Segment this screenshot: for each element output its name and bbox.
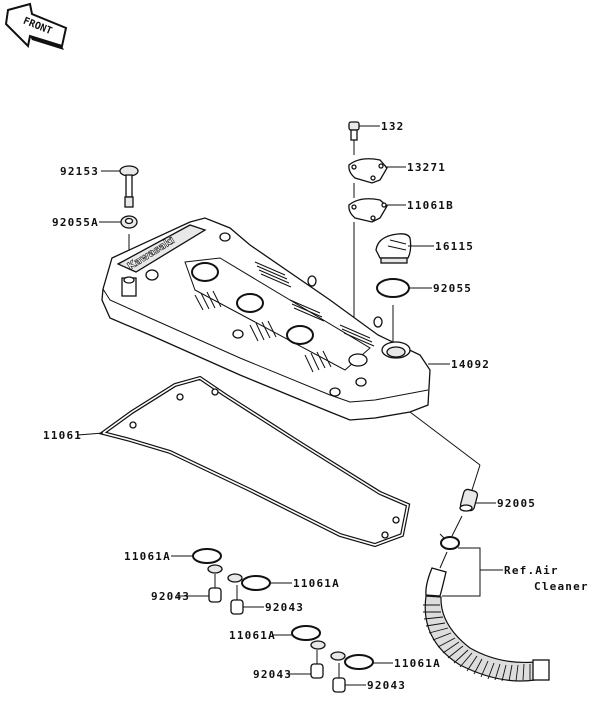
bolt-132 (348, 121, 360, 155)
hose-clamp (439, 533, 460, 550)
callout-11061A-1: 11061A (124, 550, 171, 563)
callout-16115: 16115 (435, 240, 474, 253)
callout-11061B: 11061B (407, 199, 454, 212)
callout-92153: 92153 (60, 165, 99, 178)
callout-cleaner: Cleaner (534, 580, 589, 593)
breather-hose (423, 567, 550, 682)
callout-14092: 14092 (451, 358, 490, 371)
seal-set-4 (330, 651, 374, 693)
callout-13271: 13271 (407, 161, 446, 174)
callout-92043-1: 92043 (151, 590, 190, 603)
ref-bracket (442, 547, 481, 597)
callout-92043-3: 92043 (253, 668, 292, 681)
o-ring-92055 (376, 278, 410, 298)
seal-set-2 (227, 573, 271, 615)
bolt-92153 (119, 165, 139, 208)
callout-92055: 92055 (433, 282, 472, 295)
callout-92043-2: 92043 (265, 601, 304, 614)
oil-cap-16115 (375, 233, 412, 264)
gasket-11061 (98, 375, 411, 548)
plate-13271 (348, 158, 388, 198)
seal-set-3 (291, 625, 326, 679)
callout-ref-air: Ref.Air (504, 564, 559, 577)
callout-11061A-2: 11061A (293, 577, 340, 590)
callout-92055A: 92055A (52, 216, 99, 229)
seal-set-1 (192, 548, 223, 603)
callout-92043-4: 92043 (367, 679, 406, 692)
leader-lines (77, 125, 496, 686)
fitting-92005 (459, 488, 479, 512)
gasket-11061B (348, 198, 388, 360)
callout-11061: 11061 (43, 429, 82, 442)
front-arrow-icon: FRONT (4, 2, 68, 50)
callout-11061A-4: 11061A (394, 657, 441, 670)
callout-92005: 92005 (497, 497, 536, 510)
callout-11061A-3: 11061A (229, 629, 276, 642)
callout-132: 132 (381, 120, 404, 133)
